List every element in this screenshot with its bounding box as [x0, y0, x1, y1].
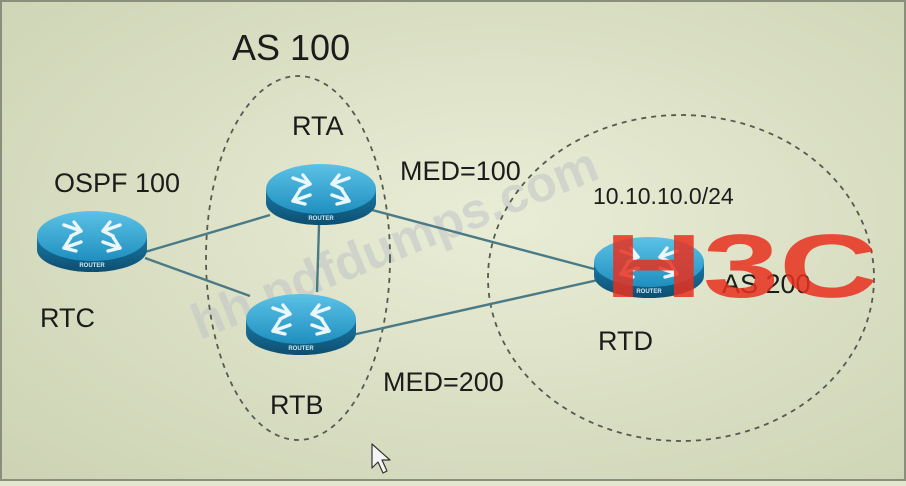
router-rtc: ROUTER — [35, 209, 149, 274]
as200-label: AS 200 — [722, 269, 811, 299]
h3c-logo: H3C — [604, 217, 878, 317]
ospf-label: OSPF 100 — [54, 168, 180, 198]
router-badge: ROUTER — [308, 216, 334, 222]
router-badge: ROUTER — [636, 289, 662, 295]
mouse-cursor-icon — [371, 443, 391, 474]
link-rtb-rtd — [351, 278, 599, 337]
rta-label: RTA — [292, 111, 344, 141]
rtb-label: RTB — [270, 390, 324, 420]
router-rtb: ROUTER — [244, 292, 358, 357]
prefix-label: 10.10.10.0/24 — [593, 183, 734, 209]
med-bottom-label: MED=200 — [383, 367, 504, 397]
med-top-label: MED=100 — [400, 156, 521, 186]
as100-label: AS 100 — [232, 27, 350, 68]
as200-boundary — [487, 114, 875, 442]
router-badge: ROUTER — [79, 263, 105, 269]
link-rtc-rta — [144, 213, 271, 254]
as100-boundary — [205, 75, 391, 441]
links — [144, 208, 599, 337]
router-rta: ROUTER — [264, 162, 378, 227]
router-rtd: ROUTER — [592, 235, 706, 300]
rtd-label: RTD — [598, 326, 653, 356]
link-rta-rtd — [371, 208, 599, 272]
router-badge: ROUTER — [288, 346, 314, 352]
rtc-label: RTC — [40, 303, 95, 333]
link-rtc-rtb — [144, 256, 251, 298]
link-rta-rtb — [315, 224, 321, 293]
